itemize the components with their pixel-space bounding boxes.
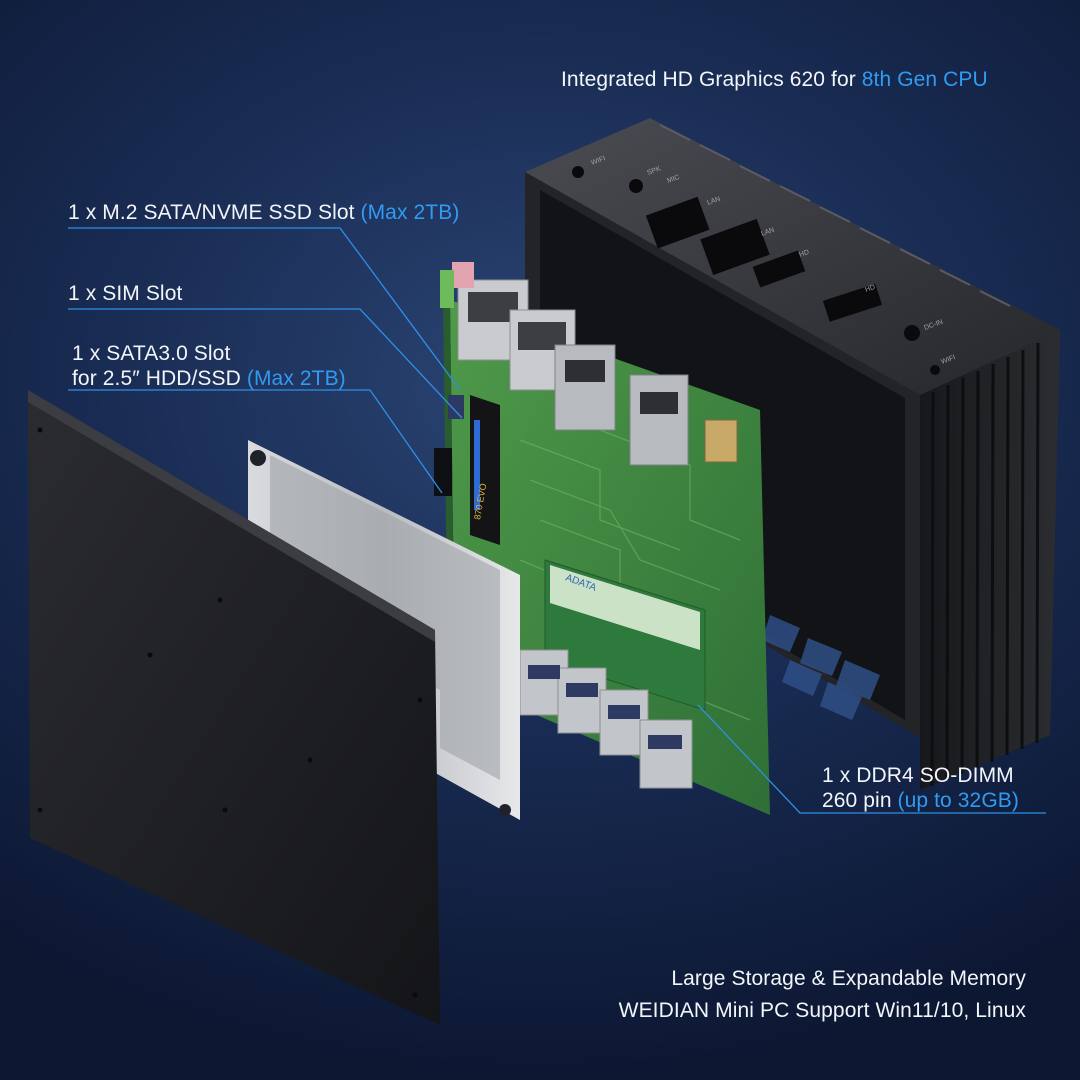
sim-slot-callout-text: 1 x SIM Slot xyxy=(68,282,183,305)
sim-slot-callout: 1 x SIM Slot xyxy=(68,281,182,306)
footer-support-line: WEIDIAN Mini PC Support Win11/10, Linux xyxy=(618,999,1026,1022)
m2-slot-callout-highlight: (Max 2TB) xyxy=(360,201,460,224)
m2-slot-callout-text: 1 x M.2 SATA/NVME SSD Slot xyxy=(68,201,361,224)
graphics-callout-text: Integrated HD Graphics 620 for xyxy=(561,68,862,91)
sata-slot-callout-line2: for 2.5″ HDD/SSD (Max 2TB) xyxy=(72,366,346,391)
sata-slot-callout-text: for 2.5″ HDD/SSD xyxy=(72,367,247,390)
case-label-lan: LAN xyxy=(706,196,721,207)
graphics-callout: Integrated HD Graphics 620 for 8th Gen C… xyxy=(561,67,988,92)
ddr-slot-callout-highlight: (up to 32GB) xyxy=(897,789,1019,812)
case-label-wifi: WIFI xyxy=(590,155,606,167)
case-label-lan-2: LAN xyxy=(760,227,775,238)
ddr-slot-callout-line1: 1 x DDR4 SO-DIMM xyxy=(822,764,1014,787)
sata-slot-callout-line1: 1 x SATA3.0 Slot xyxy=(72,342,231,365)
case-label-spk: SPK xyxy=(646,165,662,176)
sata-slot-callout-highlight: (Max 2TB) xyxy=(246,367,346,390)
leader-lines xyxy=(68,227,1046,814)
ddr-slot-callout-text: 260 pin xyxy=(822,789,898,812)
case-label-mic: MIC xyxy=(666,174,680,185)
bottom-plate xyxy=(28,390,440,1025)
case-label-wifi-2: WIFI xyxy=(940,354,956,366)
motherboard xyxy=(434,262,770,815)
graphics-callout-highlight: 8th Gen CPU xyxy=(861,68,988,91)
case-label-hd-2: HD xyxy=(864,284,876,294)
m2-slot-callout: 1 x M.2 SATA/NVME SSD Slot (Max 2TB) xyxy=(68,200,459,225)
case-label-hd: HD xyxy=(798,249,810,259)
ddr-slot-callout-line2: 260 pin (up to 32GB) xyxy=(822,788,1019,813)
footer-tagline: Large Storage & Expandable Memory xyxy=(671,967,1026,990)
